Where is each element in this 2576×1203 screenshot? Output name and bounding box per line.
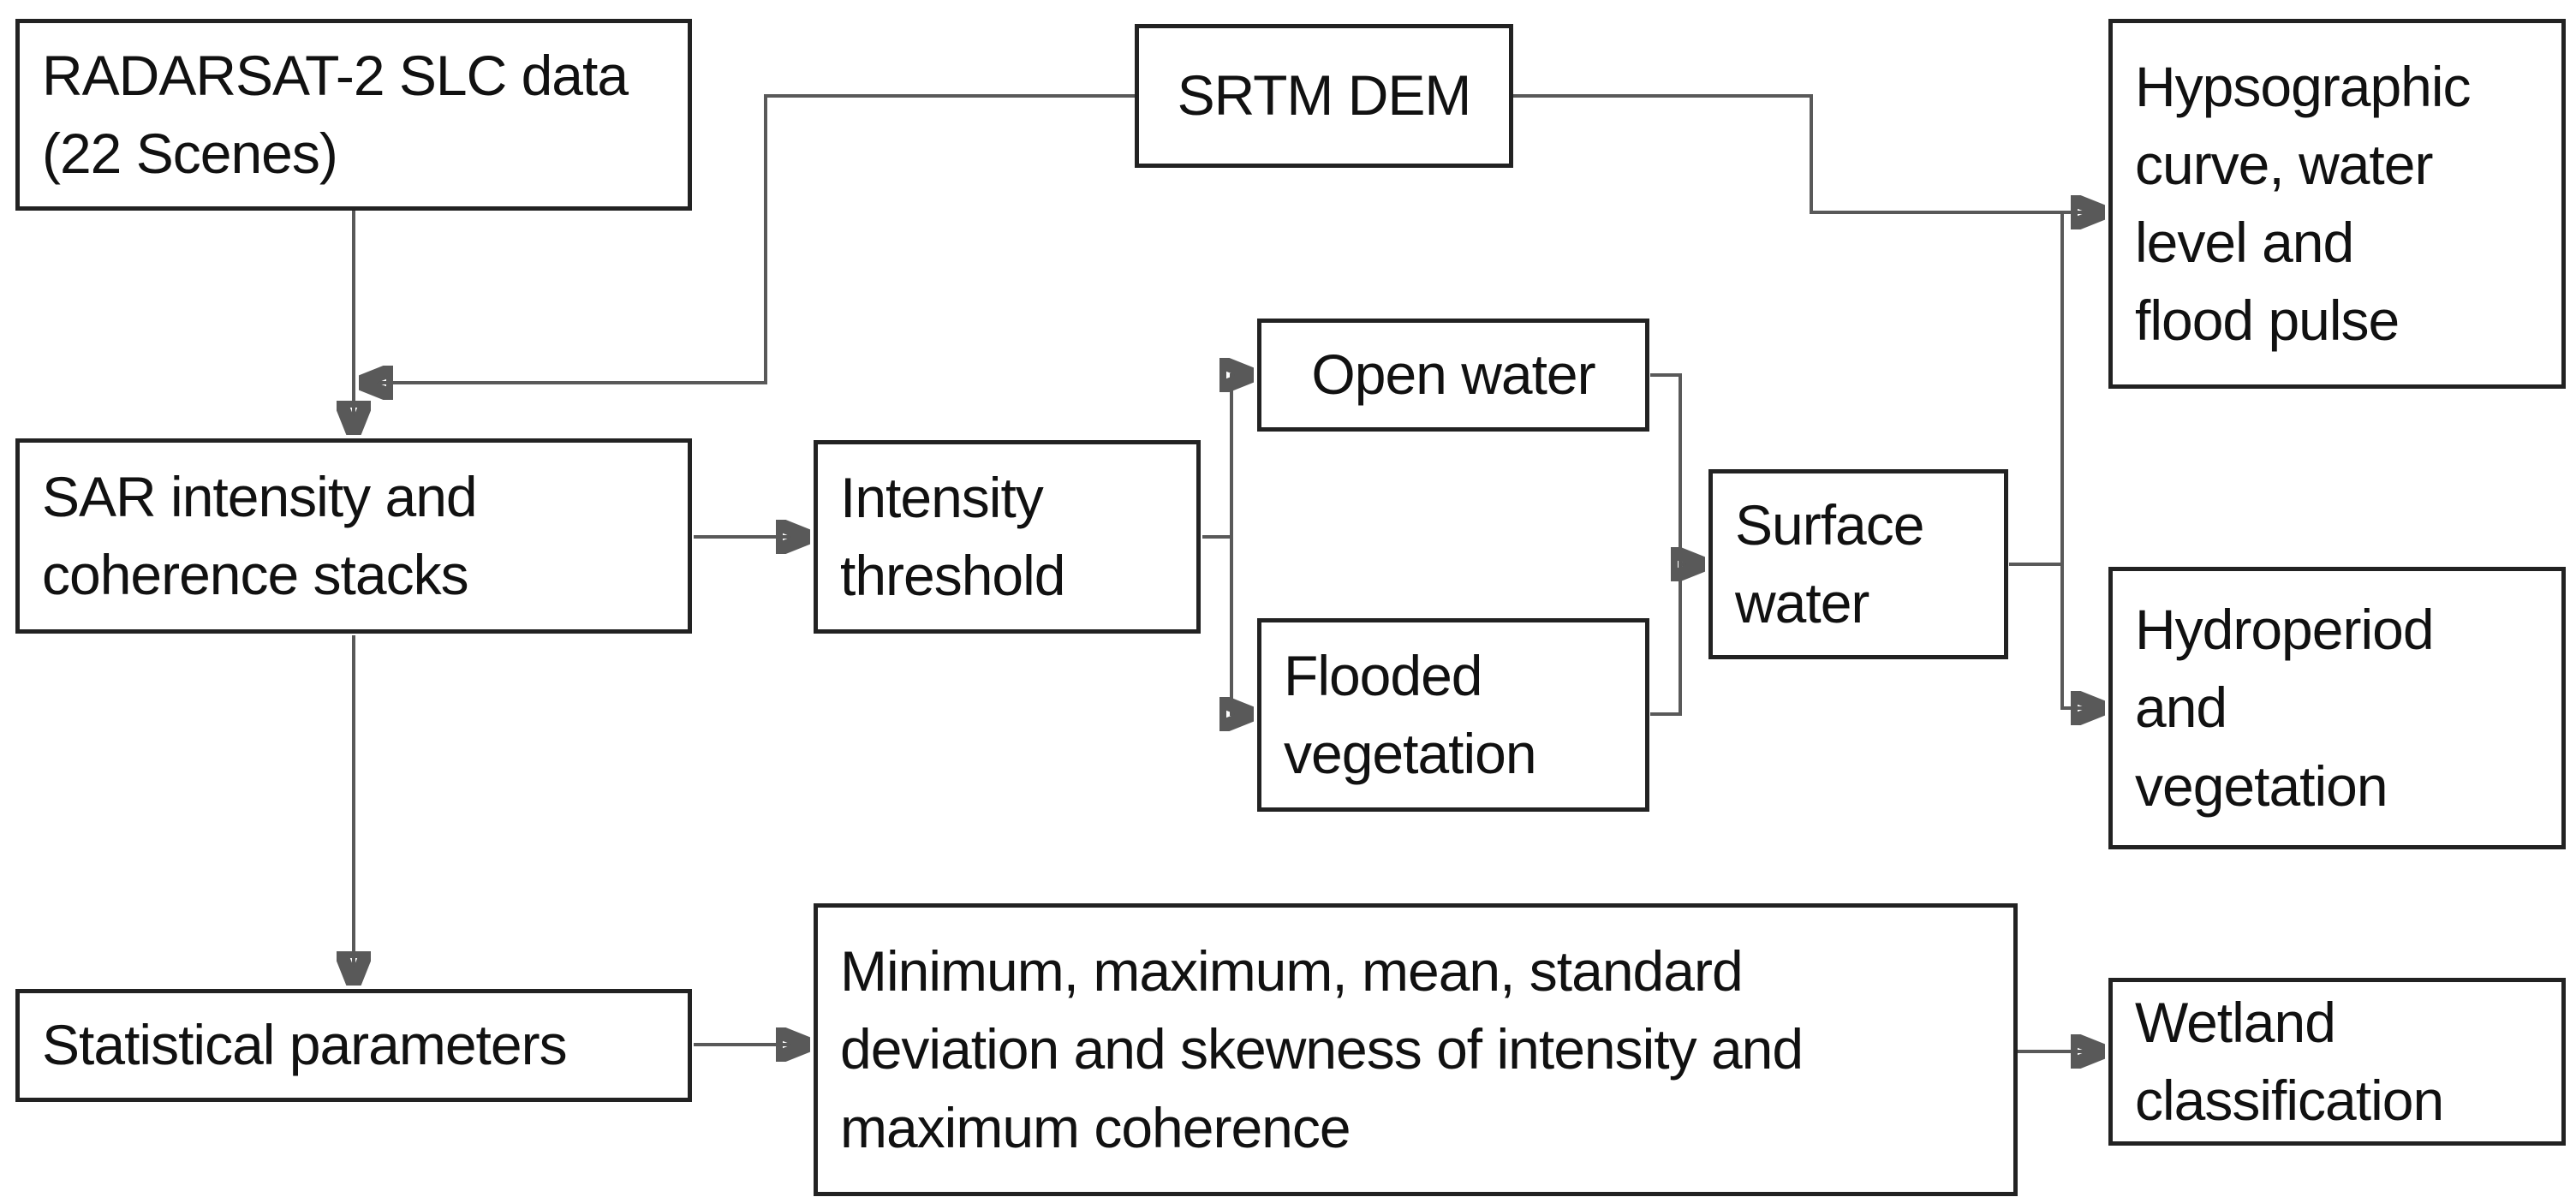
node-intensity-threshold: Intensity threshold (814, 440, 1201, 634)
node-srtm-dem: SRTM DEM (1135, 24, 1513, 168)
node-label: RADARSAT-2 SLC data (22 Scenes) (42, 43, 629, 185)
node-label: Statistical parameters (42, 1013, 568, 1077)
node-label: Minimum, maximum, mean, standard deviati… (840, 939, 1804, 1159)
node-label: Hypsographic curve, water level and floo… (2135, 54, 2472, 353)
node-hydroperiod-vegetation: Hydroperiod and vegetation (2108, 567, 2566, 849)
node-wetland-classification: Wetland classification (2108, 978, 2566, 1146)
node-sar-intensity-coherence: SAR intensity and coherence stacks (15, 438, 692, 634)
node-label: Surface water (1735, 492, 1924, 634)
node-surface-water: Surface water (1708, 469, 2008, 659)
node-hypsographic-curve: Hypsographic curve, water level and floo… (2108, 19, 2566, 389)
node-label: SAR intensity and coherence stacks (42, 464, 478, 606)
edge-srtm-hypsographic (1513, 94, 2102, 212)
node-flooded-vegetation: Flooded vegetation (1257, 618, 1649, 812)
edge-openwater-floodedvegetation-merge (1650, 373, 1682, 716)
node-label: SRTM DEM (1177, 63, 1472, 128)
edge-intensity-floodedvegetation (1231, 537, 1250, 714)
node-statistical-parameters: Statistical parameters (15, 989, 692, 1102)
edge-srtm-sar-junction (362, 94, 1135, 383)
node-radarsat-slc-data: RADARSAT-2 SLC data (22 Scenes) (15, 19, 692, 211)
node-open-water: Open water (1257, 319, 1649, 432)
node-label: Wetland classification (2135, 990, 2444, 1132)
edge-intensity-openwater (1202, 375, 1250, 539)
node-statistical-measures: Minimum, maximum, mean, standard deviati… (814, 903, 2018, 1196)
node-label: Hydroperiod and vegetation (2135, 598, 2435, 818)
edge-junction-hydroperiod (2060, 212, 2102, 708)
node-label: Intensity threshold (840, 465, 1066, 607)
node-label: Flooded vegetation (1284, 643, 1537, 785)
node-label: Open water (1311, 342, 1595, 407)
